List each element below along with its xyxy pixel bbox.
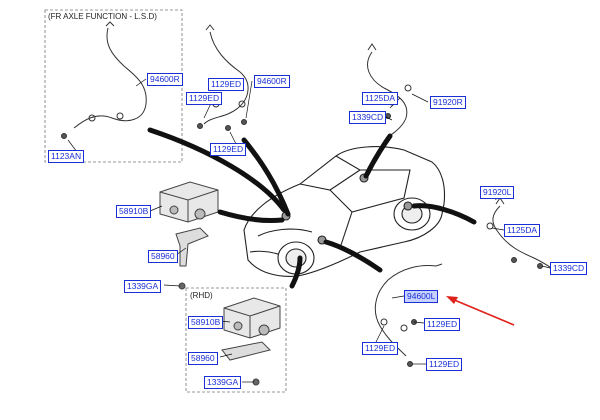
label-91920R[interactable]: 91920R bbox=[430, 96, 466, 109]
vehicle-body bbox=[243, 146, 446, 277]
label-1339CD-rl[interactable]: 1339CD bbox=[550, 262, 588, 275]
fr-axle-inset-box bbox=[44, 9, 183, 163]
fr-axle-caption: (FR AXLE FUNCTION - L.S.D) bbox=[48, 12, 157, 21]
label-1129ED-fr-right[interactable]: 1129ED bbox=[424, 318, 461, 331]
label-1129ED-fl-bottom[interactable]: 1129ED bbox=[210, 143, 247, 156]
rhd-hecu-unit bbox=[221, 297, 281, 386]
label-58960[interactable]: 58960 bbox=[148, 250, 178, 263]
label-1125DA-rl[interactable]: 1125DA bbox=[504, 224, 541, 237]
label-58910B[interactable]: 58910B bbox=[116, 205, 152, 218]
label-1129ED-fr-bottom[interactable]: 1129ED bbox=[426, 358, 463, 371]
rhd-caption: (RHD) bbox=[190, 291, 213, 300]
label-1339GA-rhd[interactable]: 1339GA bbox=[204, 376, 242, 389]
label-94600R[interactable]: 94600R bbox=[254, 75, 290, 88]
hecu-unit bbox=[159, 181, 219, 290]
label-1129ED-fr-left[interactable]: 1129ED bbox=[362, 342, 399, 355]
rhd-inset-box bbox=[185, 287, 287, 393]
label-1129ED-fl-left[interactable]: 1129ED bbox=[186, 92, 223, 105]
label-1125DA-rr[interactable]: 1125DA bbox=[362, 92, 399, 105]
label-94600L-highlighted[interactable]: 94600L bbox=[404, 290, 439, 303]
label-1339GA[interactable]: 1339GA bbox=[124, 280, 162, 293]
red-arrow bbox=[446, 296, 515, 326]
rl-sensor-harness bbox=[486, 197, 557, 273]
label-94600R-lsd[interactable]: 94600R bbox=[147, 73, 183, 86]
lsd-sensor-harness bbox=[61, 21, 147, 139]
label-1339CD-rr[interactable]: 1339CD bbox=[349, 111, 387, 124]
label-91920L[interactable]: 91920L bbox=[480, 186, 515, 199]
label-1123AN[interactable]: 1123AN bbox=[48, 150, 85, 163]
label-1129ED-fl-top[interactable]: 1129ED bbox=[208, 78, 245, 91]
label-58960-rhd[interactable]: 58960 bbox=[188, 352, 218, 365]
callout-lines bbox=[147, 127, 477, 289]
label-58910B-rhd[interactable]: 58910B bbox=[188, 316, 224, 329]
